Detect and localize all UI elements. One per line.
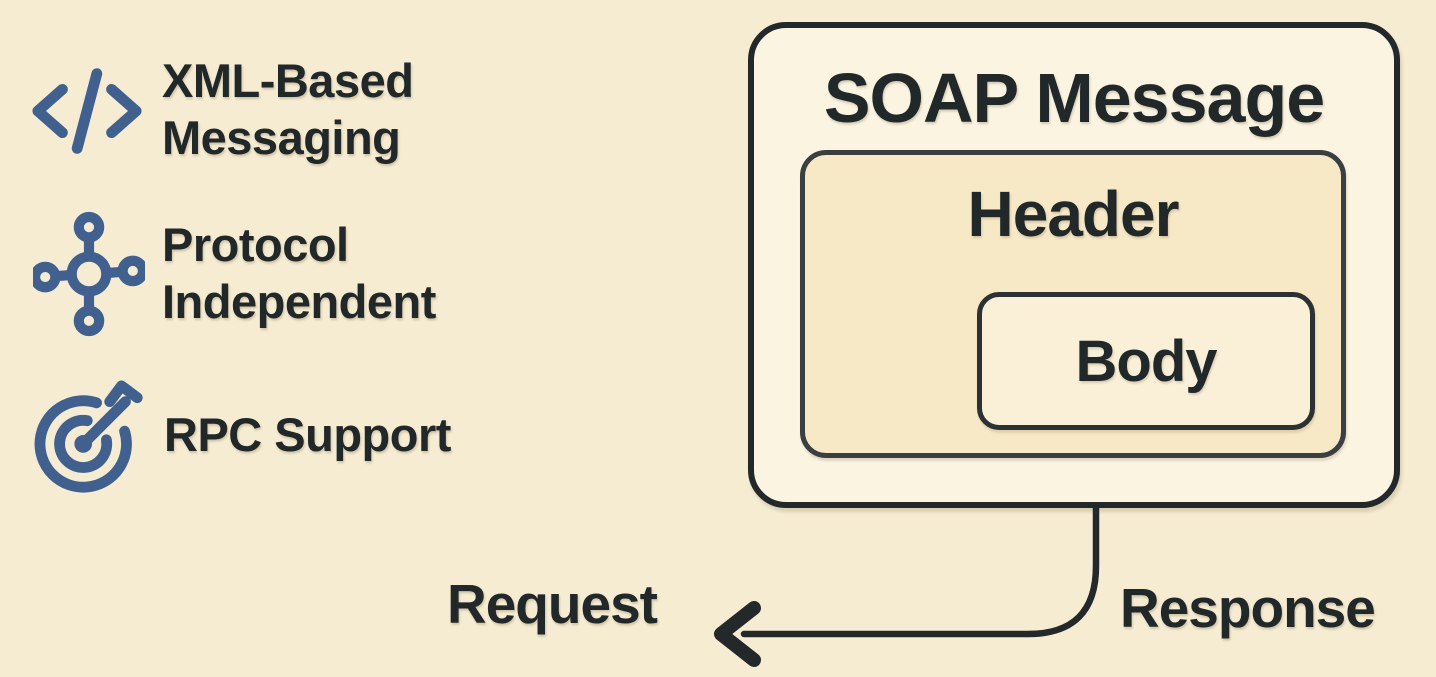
soap-message-box: SOAP Message Header Body: [748, 22, 1400, 508]
arrowhead-left-icon: [714, 601, 761, 667]
request-label: Request: [447, 573, 658, 635]
feature-label-xml-based-messaging: XML-Based Messaging: [162, 52, 414, 166]
header-box: Header Body: [800, 150, 1346, 458]
header-label: Header: [967, 178, 1180, 250]
body-label: Body: [1075, 328, 1218, 394]
feature-line: Independent: [162, 275, 436, 328]
body-box: Body: [977, 292, 1315, 430]
feature-label-protocol-independent: Protocol Independent: [162, 216, 436, 330]
response-flow-line: [740, 504, 1100, 638]
feature-line: Protocol: [162, 218, 349, 271]
feature-label-rpc-support: RPC Support: [164, 406, 451, 463]
hub-icon: [33, 210, 145, 338]
feature-line: XML-Based: [162, 54, 414, 107]
response-label: Response: [1120, 577, 1376, 639]
feature-line: RPC Support: [164, 408, 451, 461]
target-icon: [28, 380, 160, 496]
soap-message-title: SOAP Message: [823, 59, 1325, 137]
feature-line: Messaging: [162, 111, 401, 164]
code-icon: [28, 58, 146, 164]
